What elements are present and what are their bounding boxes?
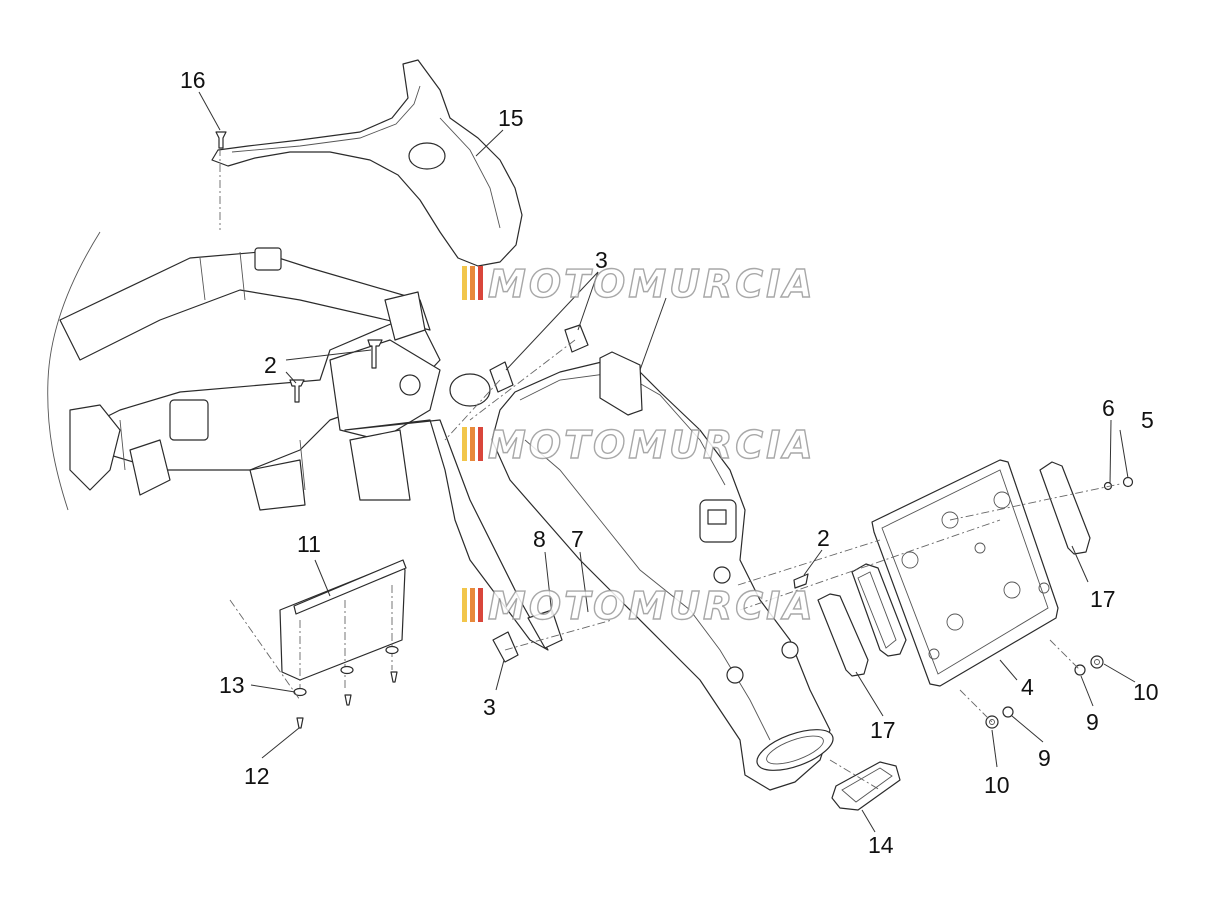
assembly-lines (229, 483, 1121, 791)
callout-5: 5 (1141, 407, 1154, 433)
callout-labels: 16 15 3 2 6 5 2 11 8 7 17 3 13 4 10 17 9… (180, 67, 1159, 858)
callout-2: 2 (817, 525, 830, 551)
part-4-plate-holder (871, 459, 1059, 687)
watermark-top: MOTOMURCIA (462, 261, 816, 307)
brackets-and-clips (444, 324, 613, 663)
callout-13: 13 (219, 672, 245, 698)
callout-17: 17 (1090, 586, 1116, 612)
callout-4: 4 (1021, 674, 1034, 700)
callout-9: 9 (1086, 709, 1099, 735)
leader-lines (198, 91, 1136, 833)
part-11-flap (279, 559, 407, 729)
watermark-text: MOTOMURCIA (488, 423, 816, 467)
washers-nuts (959, 639, 1104, 729)
callout-3: 3 (595, 247, 608, 273)
watermark-text: MOTOMURCIA (488, 584, 816, 628)
callout-3: 3 (483, 694, 496, 720)
fasteners (215, 131, 1134, 589)
callout-14: 14 (868, 832, 894, 858)
rear-frame (47, 231, 549, 651)
callout-8: 8 (533, 526, 546, 552)
part-17-gaskets (817, 461, 1091, 677)
callout-10: 10 (1133, 679, 1159, 705)
callout-10: 10 (984, 772, 1010, 798)
watermark-bottom: MOTOMURCIA (462, 583, 816, 629)
part-15-rear-cover (211, 59, 523, 267)
callout-16: 16 (180, 67, 206, 93)
callout-2: 2 (264, 352, 277, 378)
watermark-text: MOTOMURCIA (488, 262, 816, 306)
callout-11: 11 (297, 531, 321, 557)
callout-17: 17 (870, 717, 896, 743)
part-1-rear-mudguard (491, 351, 834, 791)
callout-15: 15 (498, 105, 524, 131)
callout-6: 6 (1102, 395, 1115, 421)
callout-7: 7 (571, 526, 584, 552)
callout-9: 9 (1038, 745, 1051, 771)
watermark-middle: MOTOMURCIA (462, 422, 816, 468)
callout-12: 12 (244, 763, 270, 789)
part-14-reflector (831, 761, 901, 811)
